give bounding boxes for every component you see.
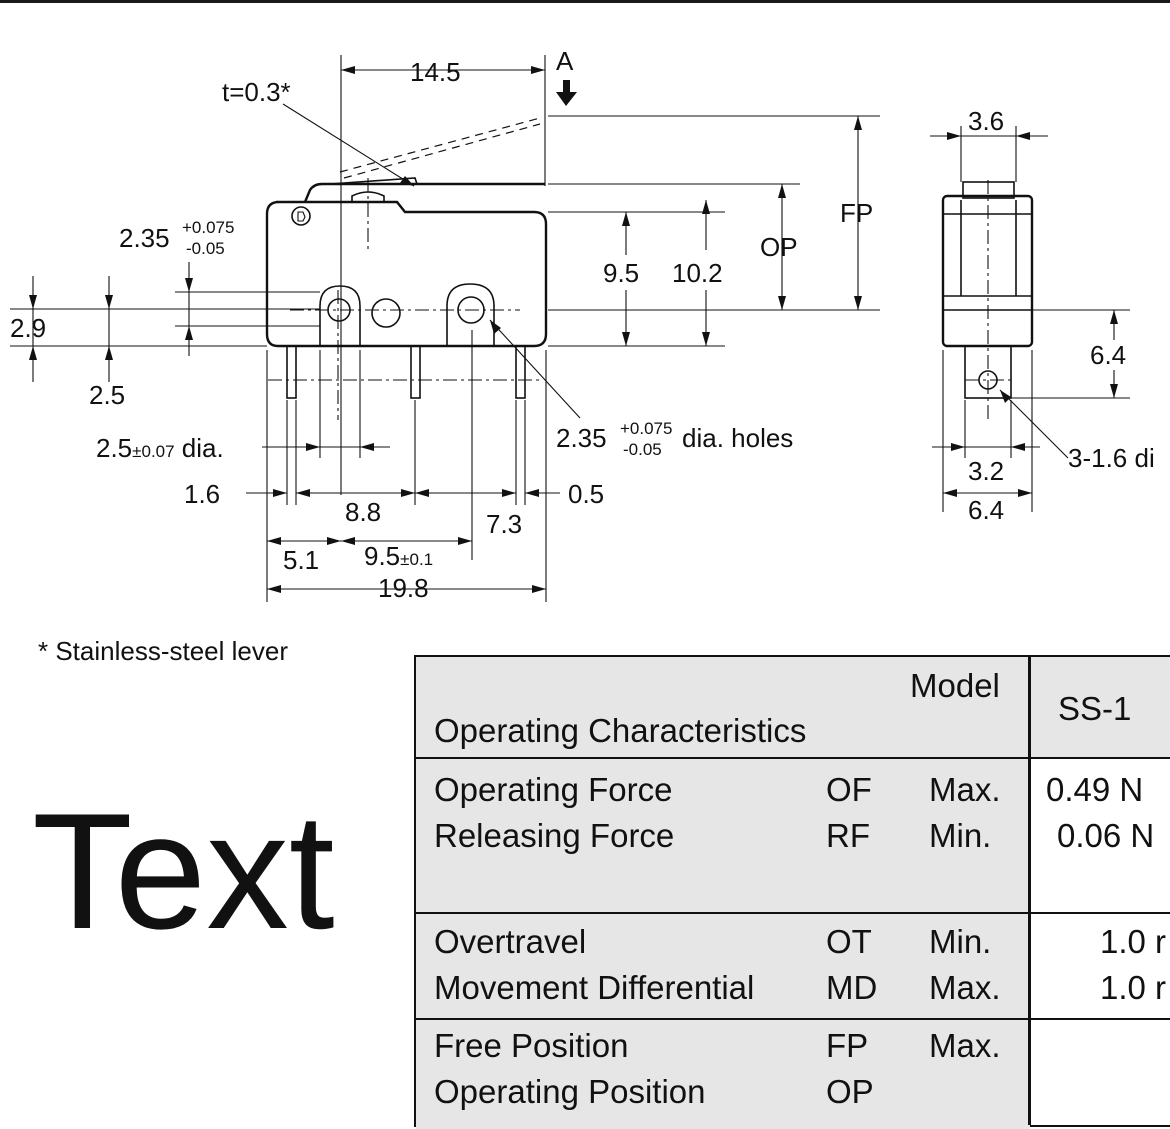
holes-minus: -0.05 <box>623 440 662 459</box>
row-abbr: MD <box>826 969 878 1006</box>
view-a-label: A <box>556 46 574 76</box>
row-limit: Max. <box>929 771 1001 808</box>
row-value: 1.0 r <box>1100 923 1167 960</box>
dim-10-2: 10.2 <box>672 258 723 288</box>
table-row: Releasing Force RF Min. 0.06 N <box>416 817 1170 857</box>
dim-3-6: 3.6 <box>968 106 1004 136</box>
row-name: Movement Differential <box>434 969 755 1006</box>
table-row: Operating Position OP <box>416 1073 1170 1113</box>
dim-2-35-value: 2.35 <box>119 223 170 253</box>
dim-14-5: 14.5 <box>410 57 461 87</box>
placeholder-big-text: Text <box>32 779 335 963</box>
dim-7-3: 7.3 <box>486 509 522 539</box>
row-value: 0.49 N <box>1046 771 1144 808</box>
dim-6-4-base: 6.4 <box>968 495 1004 525</box>
header-model: Model <box>910 667 1000 704</box>
header-series: SS-1 <box>1058 690 1132 727</box>
dim-0-5: 0.5 <box>568 479 604 509</box>
pin-diameter-suffix: dia. <box>175 433 224 463</box>
table-row: Overtravel OT Min. 1.0 r <box>416 923 1170 963</box>
table-row: Free Position FP Max. <box>416 1027 1170 1067</box>
spec-table: Model Operating Characteristics SS-1 Ope… <box>414 655 1170 1129</box>
row-abbr: FP <box>826 1027 869 1064</box>
dim-8-8: 8.8 <box>345 497 381 527</box>
row-name: Free Position <box>434 1027 629 1064</box>
row-value: 0.06 N <box>1057 817 1155 854</box>
dim-2-9: 2.9 <box>10 313 46 343</box>
dim-fp: FP <box>840 198 873 228</box>
holes-plus: +0.075 <box>620 419 672 438</box>
row-abbr: OF <box>826 771 872 808</box>
row-name: Operating Position <box>434 1073 706 1110</box>
side-view-dimensions <box>930 126 1130 512</box>
switch-body-outline <box>265 117 548 399</box>
table-row: Operating Force OF Max. 0.49 N <box>416 771 1170 811</box>
row-name: Operating Force <box>434 771 673 808</box>
pin-diameter-tolerance: ±0.07 <box>132 442 174 461</box>
row-limit: Min. <box>929 923 992 960</box>
row-value: 1.0 r <box>1100 969 1167 1006</box>
row-abbr: OT <box>826 923 872 960</box>
table-header: Model Operating Characteristics SS-1 <box>416 657 1170 759</box>
center-lines <box>268 178 540 420</box>
group-separator <box>416 1018 1170 1020</box>
holes-value: 2.35 <box>556 423 607 453</box>
dim-1-6: 1.6 <box>184 479 220 509</box>
dim-2-35-minus: -0.05 <box>186 239 225 258</box>
dim-lever-thickness: t=0.3* <box>222 77 291 107</box>
dimension-lines <box>29 66 862 593</box>
row-name: Releasing Force <box>434 817 675 854</box>
top-border-line <box>0 0 1170 3</box>
pin-diameter-value: 2.5 <box>96 433 132 463</box>
dim-19-8: 19.8 <box>378 573 429 603</box>
column-divider <box>1028 657 1031 1125</box>
dim-op: OP <box>760 232 798 262</box>
row-limit: Max. <box>929 969 1001 1006</box>
holes-suffix: dia. holes <box>682 423 793 453</box>
dim-9-5: 9.5 <box>603 258 639 288</box>
pitch-tolerance: ±0.1 <box>400 550 433 569</box>
dim-2-35-plus: +0.075 <box>182 218 234 237</box>
dim-6-4-height: 6.4 <box>1090 340 1126 370</box>
footnote: * Stainless-steel lever <box>38 636 288 666</box>
table-row: Movement Differential MD Max. 1.0 r <box>416 969 1170 1009</box>
dim-3-2: 3.2 <box>968 456 1004 486</box>
header-characteristics: Operating Characteristics <box>434 712 807 749</box>
extension-lines <box>10 55 880 602</box>
left-view-labels: 14.5 t=0.3* A FP OP 9.5 10.2 2.9 2.5 1.6… <box>10 46 873 603</box>
row-limit: Max. <box>929 1027 1001 1064</box>
pin-diameter-label: 2.5±0.07 dia. <box>96 433 224 463</box>
dim-2-5: 2.5 <box>89 380 125 410</box>
group-separator <box>416 912 1170 914</box>
pitch-value: 9.5 <box>364 541 400 571</box>
characteristics-column <box>416 759 1030 1129</box>
row-name: Overtravel <box>434 923 587 960</box>
terminal-hole-label: 3-1.6 di <box>1068 443 1155 473</box>
row-abbr: OP <box>826 1073 874 1110</box>
row-abbr: RF <box>826 817 870 854</box>
side-view-outline <box>941 180 1034 420</box>
pitch-label: 9.5±0.1 <box>364 541 433 571</box>
dim-5-1: 5.1 <box>283 545 319 575</box>
row-limit: Min. <box>929 817 992 854</box>
side-view-labels: 3.6 6.4 3.2 6.4 3-1.6 di <box>968 106 1155 525</box>
